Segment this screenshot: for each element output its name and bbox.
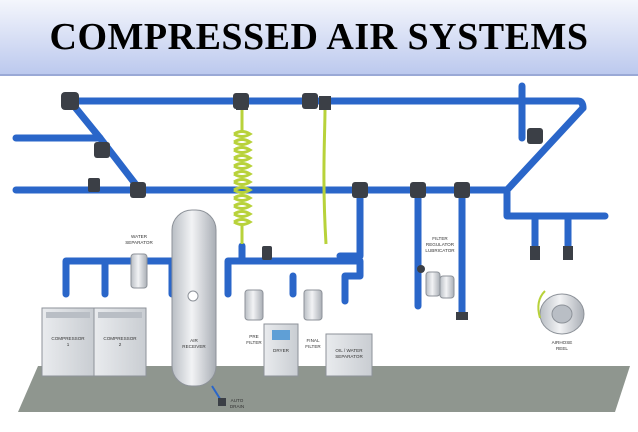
pipe-right-branch: [507, 190, 605, 216]
air-receiver-label-line1: AIR: [190, 338, 198, 343]
compressor-2-label-line2: 2: [119, 342, 122, 347]
pre-filter-label-line2: FILTER: [246, 340, 262, 345]
slide-title: COMPRESSED AIR SYSTEMS: [50, 15, 589, 59]
pipe-right-diagonal: [507, 108, 583, 190]
pipe-network: [16, 86, 605, 314]
compressor-2-label-line1: COMPRESSOR: [103, 336, 137, 341]
coupler-icon: [530, 246, 540, 260]
tee-fitting: [94, 142, 110, 158]
valve-fitting: [262, 246, 272, 260]
pipe-compressor-header: [66, 261, 172, 294]
oil-water-separator: OIL / WATER SEPARATOR: [326, 334, 372, 376]
auto-drain-label-line1: AUTO: [231, 398, 244, 403]
tee-fitting: [130, 182, 146, 198]
elbow-fitting: [527, 128, 543, 144]
tee-fitting: [454, 182, 470, 198]
pre-filter: PRE FILTER: [245, 290, 263, 345]
title-bar: COMPRESSED AIR SYSTEMS: [0, 0, 638, 76]
hose-reel-head: [236, 96, 248, 110]
water-separator-label-line1: WATER: [131, 234, 148, 239]
dryer-label: DRYER: [273, 348, 290, 353]
filter-regulator-lubricator: FILTER REGULATOR LUBRICATOR: [417, 236, 455, 298]
auto-drain-label-line2: DRAIN: [230, 404, 244, 409]
coiled-airhose: [234, 109, 250, 244]
airhose-reel: AIRHOSE REEL: [538, 291, 584, 351]
tee-fitting: [302, 93, 318, 109]
valve-fitting: [88, 178, 100, 192]
pipe-upper-diagonal: [16, 101, 100, 138]
coupler-icon: [456, 312, 468, 320]
compressor-1: COMPRESSOR 1: [42, 308, 94, 376]
tee-fitting: [352, 182, 368, 198]
frl-label-line1: FILTER: [432, 236, 448, 241]
air-receiver-label-line2: RECEIVER: [182, 344, 206, 349]
compressor-1-label-line2: 1: [67, 342, 70, 347]
elbow-fitting: [61, 92, 79, 110]
water-separator-label-line2: SEPARATOR: [125, 240, 153, 245]
coupler-icon: [563, 246, 573, 260]
compressor-1-label-line1: COMPRESSOR: [51, 336, 85, 341]
frl-label-line2: REGULATOR: [426, 242, 455, 247]
frl-label-line3: LUBRICATOR: [425, 248, 455, 253]
pre-filter-label-line1: PRE: [249, 334, 258, 339]
airhose-reel-label-line2: REEL: [556, 346, 568, 351]
oil-water-separator-label-line1: OIL / WATER: [335, 348, 363, 353]
air-receiver: AIR RECEIVER: [172, 210, 216, 386]
hose-head: [319, 96, 331, 110]
dryer: DRYER: [264, 324, 298, 376]
airhose-reel-label-line1: AIRHOSE: [552, 340, 573, 345]
oil-water-separator-label-line2: SEPARATOR: [335, 354, 363, 359]
final-filter-label-line1: FINAL: [306, 338, 319, 343]
compressed-air-diagram: COMPRESSOR 1 COMPRESSOR 2 WATER SEPARATO…: [0, 76, 638, 432]
tee-fitting: [410, 182, 426, 198]
pipe-drop-center: [340, 190, 360, 256]
final-filter: FINAL FILTER: [304, 290, 322, 349]
straight-airhose: [324, 109, 326, 244]
compressor-2: COMPRESSOR 2: [94, 308, 146, 376]
final-filter-label-line2: FILTER: [305, 344, 321, 349]
